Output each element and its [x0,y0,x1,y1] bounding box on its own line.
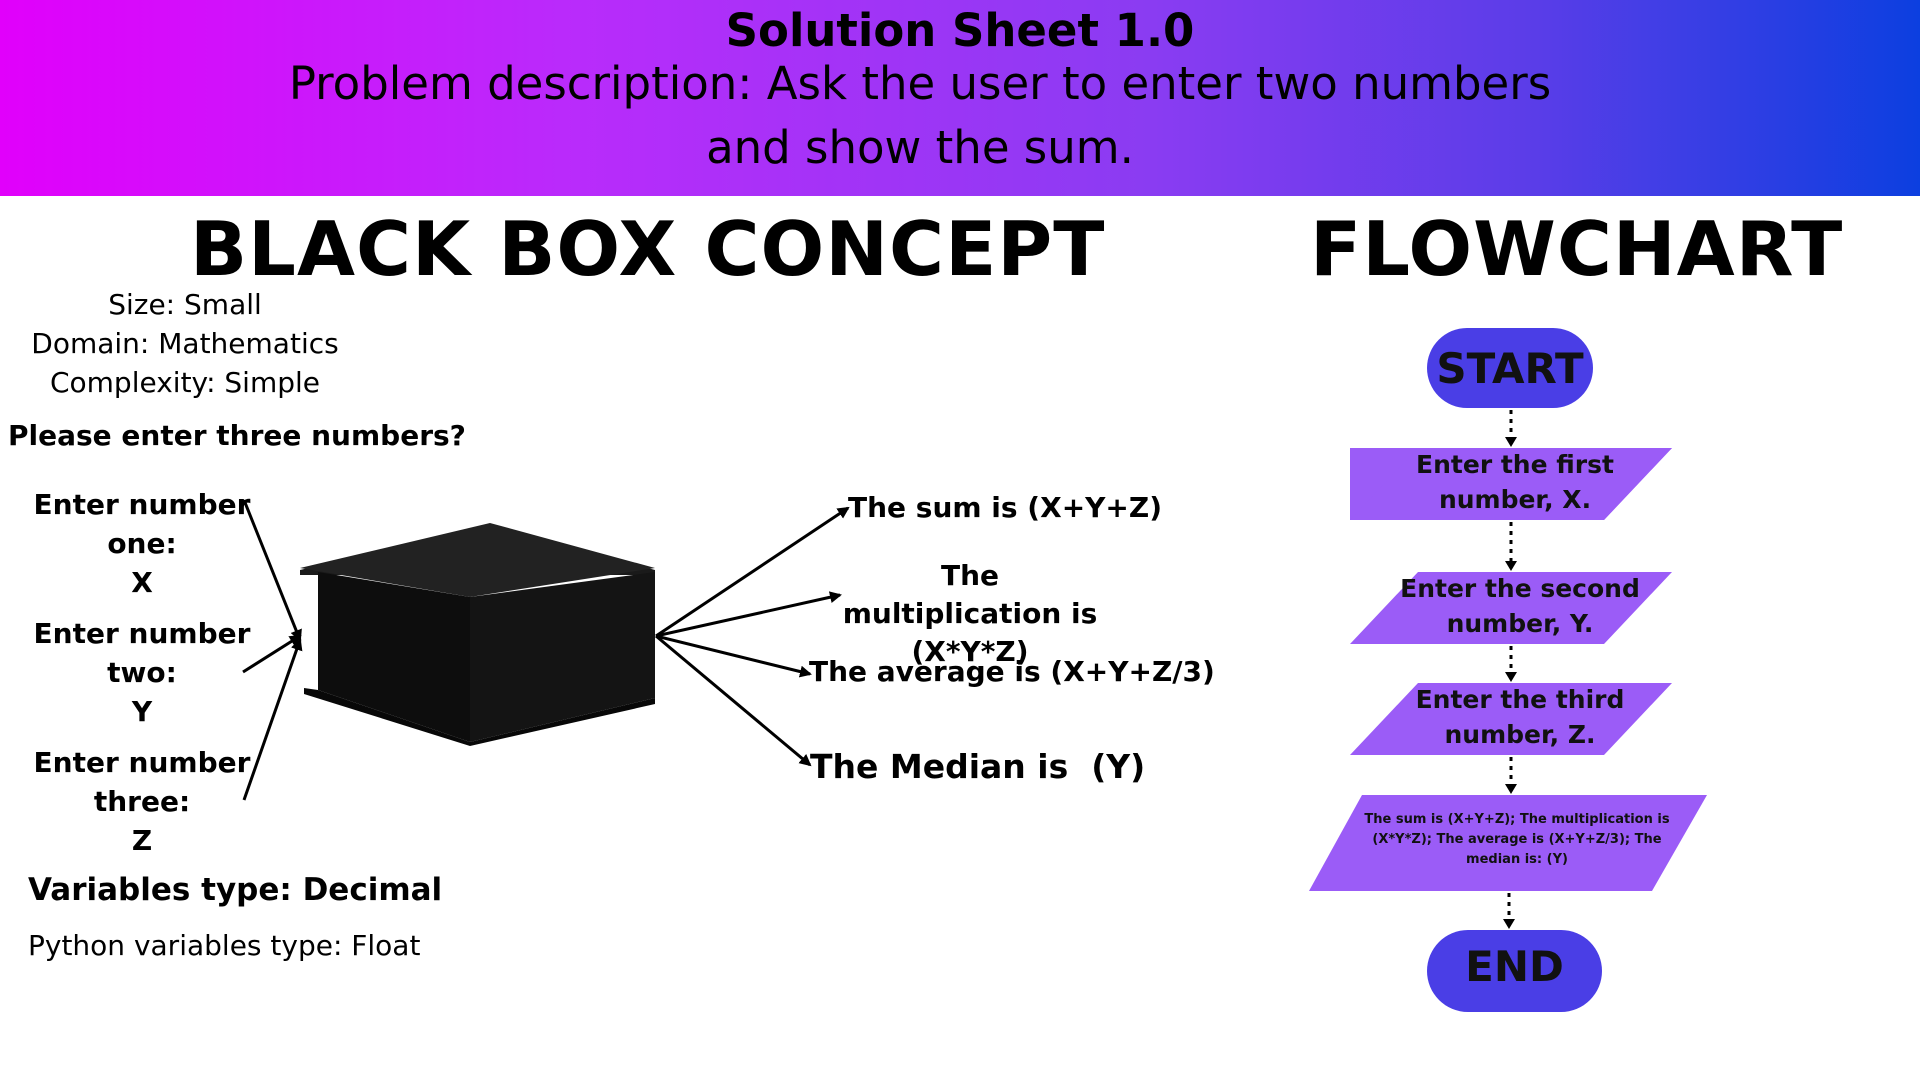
input-arrow-y [242,634,302,674]
output-median: The Median is (Y) [810,747,1146,786]
flowchart-title: FLOWCHART [1310,205,1844,293]
prompt-label: Please enter three numbers? [8,419,466,452]
domain-label: Domain: Mathematics [31,327,339,360]
output-average: The average is (X+Y+Z/3) [809,655,1215,688]
step-3-parallelogram [1350,683,1672,755]
header-banner: Solution Sheet 1.0 Problem description: … [0,0,1920,196]
output-sum: The sum is (X+Y+Z) [848,491,1162,524]
sheet-title: Solution Sheet 1.0 [725,4,1195,57]
input-arrow-z [242,638,303,801]
black-box-icon [300,523,655,746]
python-variables-type: Python variables type: Float [28,929,421,962]
output-arrow-sum [655,506,850,638]
input-arrow-x [242,499,302,642]
end-terminal [1427,930,1602,1012]
start-label: START [1436,344,1584,393]
step-2-label: Enter the second number, Y. [1400,574,1640,638]
step-3-label: Enter the third number, Z. [1415,685,1625,749]
start-terminal [1427,328,1593,408]
step-1-label: Enter the first number, X. [1416,450,1614,514]
complexity-label: Complexity: Simple [49,366,321,399]
variables-type: Variables type: Decimal [28,872,443,908]
step-4-parallelogram [1309,795,1707,891]
output-arrow-average [655,634,812,678]
step-4-label: The sum is (X+Y+Z); The multiplication i… [1364,812,1670,867]
output-multiplication: The multiplication is (X*Y*Z) [842,559,1098,668]
black-box-title: BLACK BOX CONCEPT [190,205,1106,293]
problem-description: Problem description: Ask the user to ent… [288,57,1552,174]
step-1-fill [1350,448,1672,520]
end-label: END [1465,942,1564,991]
output-arrow-median [655,634,812,767]
step-2-parallelogram [1350,572,1672,644]
output-arrow-multiplication [655,591,842,638]
size-label: Size: Small [108,288,262,321]
